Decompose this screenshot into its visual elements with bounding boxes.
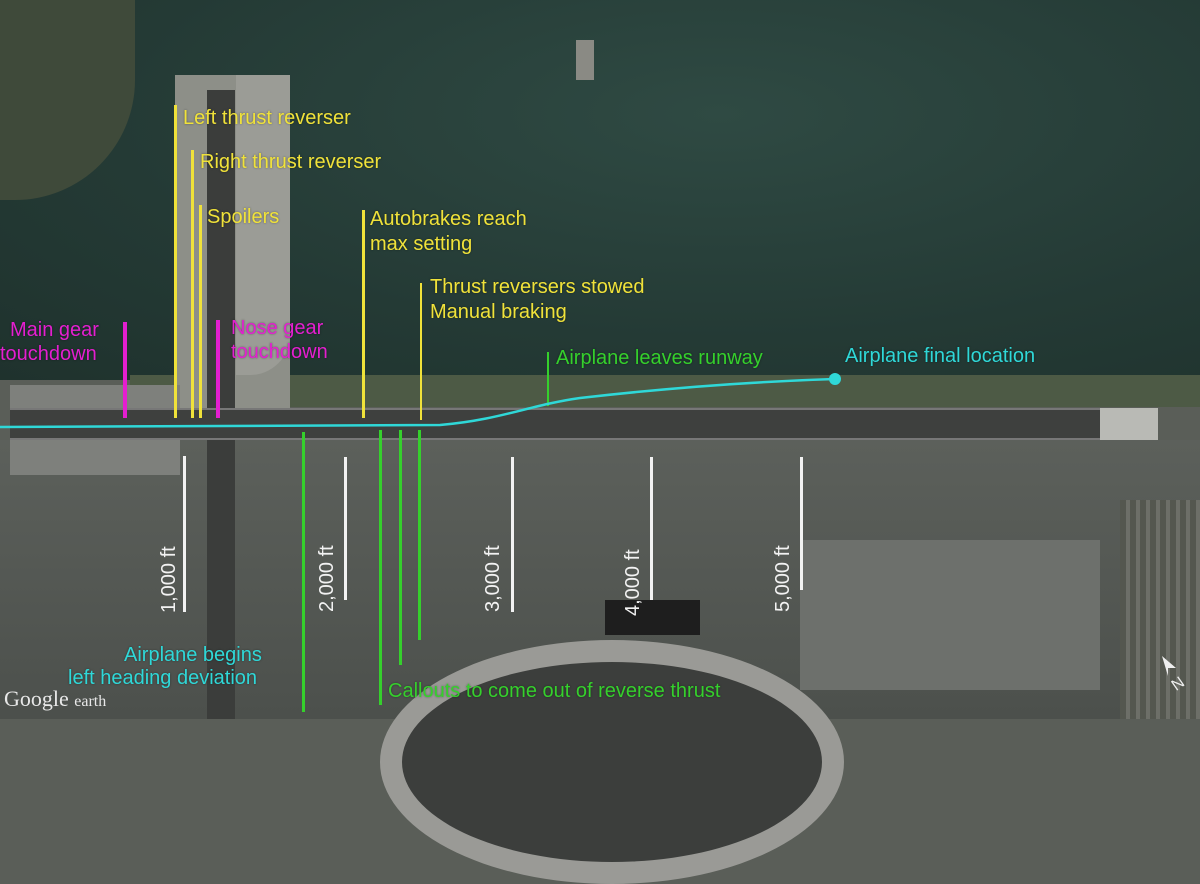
leaves-runway-line bbox=[547, 352, 549, 406]
terminal-building bbox=[605, 600, 700, 635]
manual-braking-label: Manual braking bbox=[430, 301, 567, 323]
callout-line-2 bbox=[399, 430, 402, 665]
reversers-stowed-label: Thrust reversers stowed bbox=[430, 276, 645, 298]
heading-deviation-label-1: Airplane begins bbox=[124, 644, 262, 666]
final-location-label: Airplane final location bbox=[845, 345, 1036, 367]
shore-strip bbox=[130, 375, 1200, 407]
heading-deviation-label-2: left heading deviation bbox=[68, 667, 258, 689]
runway-end bbox=[1100, 408, 1158, 440]
callout-line-3 bbox=[418, 430, 421, 640]
runway-pier-apron bbox=[236, 75, 290, 375]
distance-line-4000 bbox=[650, 457, 653, 600]
barge bbox=[576, 40, 594, 80]
reversers-stowed-line bbox=[420, 283, 422, 420]
distance-line-5000 bbox=[800, 457, 803, 590]
landing-runway bbox=[10, 408, 1135, 440]
leaves-runway-label: Airplane leaves runway bbox=[556, 347, 763, 369]
distance-line-2000 bbox=[344, 457, 347, 600]
heading-deviation-line bbox=[302, 432, 305, 712]
main-gear-label-1: Main gear bbox=[10, 319, 99, 341]
gate-area bbox=[800, 540, 1100, 690]
distance-line-1000 bbox=[183, 456, 186, 612]
spoilers-label: Spoilers bbox=[207, 206, 280, 228]
left-thrust-reverser-line bbox=[174, 105, 177, 418]
crossing-runway bbox=[207, 90, 235, 719]
logo-product: earth bbox=[74, 693, 107, 710]
spoilers-line bbox=[199, 205, 202, 418]
left-thrust-reverser-label: Left thrust reverser bbox=[183, 107, 351, 129]
final-location-dot bbox=[829, 373, 841, 385]
autobrakes-label-1: Autobrakes reach bbox=[370, 208, 527, 230]
nose-gear-label-2: touchdown bbox=[231, 341, 328, 363]
distance-line-3000 bbox=[511, 457, 514, 612]
ground-track-line bbox=[0, 377, 836, 429]
main-gear-line bbox=[123, 322, 127, 418]
nose-gear-line bbox=[216, 320, 220, 418]
airplane-path bbox=[0, 373, 841, 429]
right-thrust-reverser-line bbox=[191, 150, 194, 418]
compass-label: N bbox=[1169, 674, 1188, 695]
main-gear-label-2: touchdown bbox=[0, 343, 97, 365]
google-earth-logo: Google earth bbox=[4, 686, 106, 712]
autobrakes-label-2: max setting bbox=[370, 233, 473, 255]
parking-lot bbox=[1120, 500, 1200, 719]
compass-north-icon: N bbox=[1162, 656, 1188, 695]
callout-line-1 bbox=[379, 430, 382, 705]
autobrakes-line bbox=[362, 210, 365, 418]
right-thrust-reverser-label: Right thrust reverser bbox=[200, 151, 382, 173]
callouts-label: Callouts to come out of reverse thrust bbox=[388, 680, 721, 702]
logo-brand: Google bbox=[4, 686, 69, 711]
nose-gear-label-1: Nose gear bbox=[231, 317, 324, 339]
